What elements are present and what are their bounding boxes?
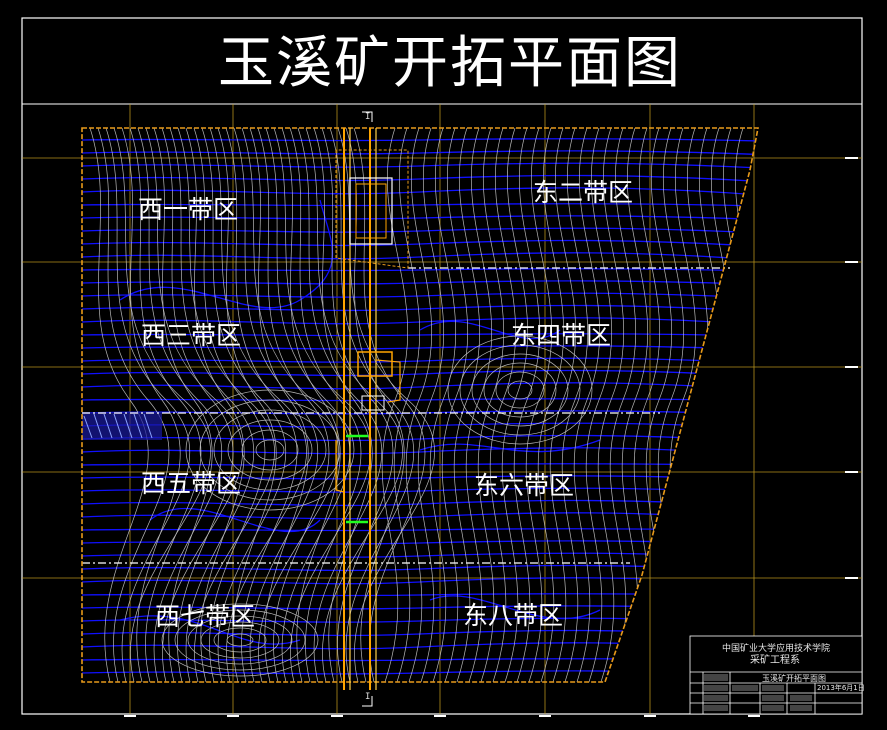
title-block-department: 采矿工程系 [750,655,800,666]
zone-east-2: 东二带区 [533,178,634,207]
zone-west-7: 西七带区 [155,602,256,631]
mine-boundary [81,127,759,683]
coordinate-grid [22,104,862,714]
title-block-institution: 中国矿业大学应用技术学院 [722,644,831,654]
section-mark-top: I [365,112,371,122]
zone-west-3: 西三带区 [141,321,242,350]
drawing-border [21,17,863,715]
section-markers [362,111,373,707]
green-marks [346,434,368,524]
title-block-drawing-name: 玉溪矿开拓平面图 [762,674,826,683]
title-block-date: 2013年6月1日 [817,684,865,692]
zone-west-1: 西一带区 [138,195,239,224]
drawing-title: 玉溪矿开拓平面图 [218,31,682,96]
main-roadway [335,128,409,690]
title-block [689,635,863,715]
grid-ticks [124,157,858,717]
zone-west-5: 西五带区 [141,469,242,498]
section-mark-bottom: I [365,692,371,702]
zone-east-4: 东四带区 [511,321,612,350]
hatched-area [82,412,162,440]
zone-east-8: 东八带区 [463,601,564,630]
zone-east-6: 东六带区 [474,471,575,500]
